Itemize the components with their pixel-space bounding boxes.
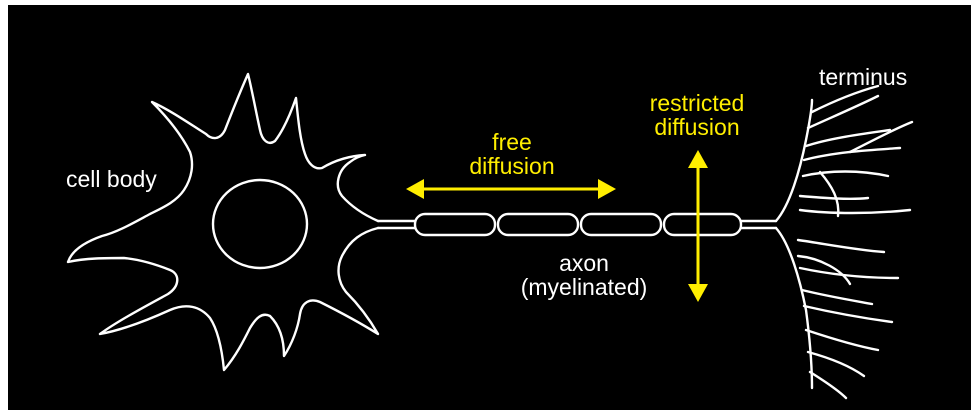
free-diffusion-label-line1: free: [492, 131, 532, 154]
cell-body-label: cell body: [66, 168, 157, 191]
free-diffusion-label-line2: diffusion: [469, 155, 554, 178]
terminus-label: terminus: [819, 66, 907, 89]
restricted-diffusion-label-line1: restricted: [650, 92, 745, 115]
axon-label-line2: (myelinated): [521, 276, 648, 299]
restricted-diffusion-label-line2: diffusion: [654, 116, 739, 139]
axon-label-line1: axon: [559, 252, 609, 275]
